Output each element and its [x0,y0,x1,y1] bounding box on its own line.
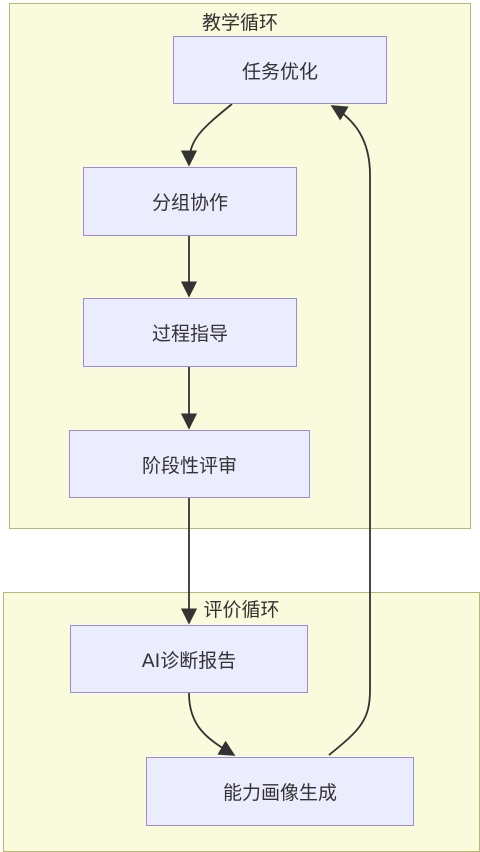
node-group-collaboration: 分组协作 [83,167,297,236]
teaching-loop-title: 教学循环 [201,12,278,34]
node-task-optimization: 任务优化 [173,36,387,104]
node-ai-report: AI诊断报告 [70,625,308,693]
node-process-guidance: 过程指导 [83,298,297,367]
node-stage-review: 阶段性评审 [69,430,310,498]
node-ability-profile: 能力画像生成 [146,757,414,826]
evaluation-loop-title: 评价循环 [203,599,280,621]
